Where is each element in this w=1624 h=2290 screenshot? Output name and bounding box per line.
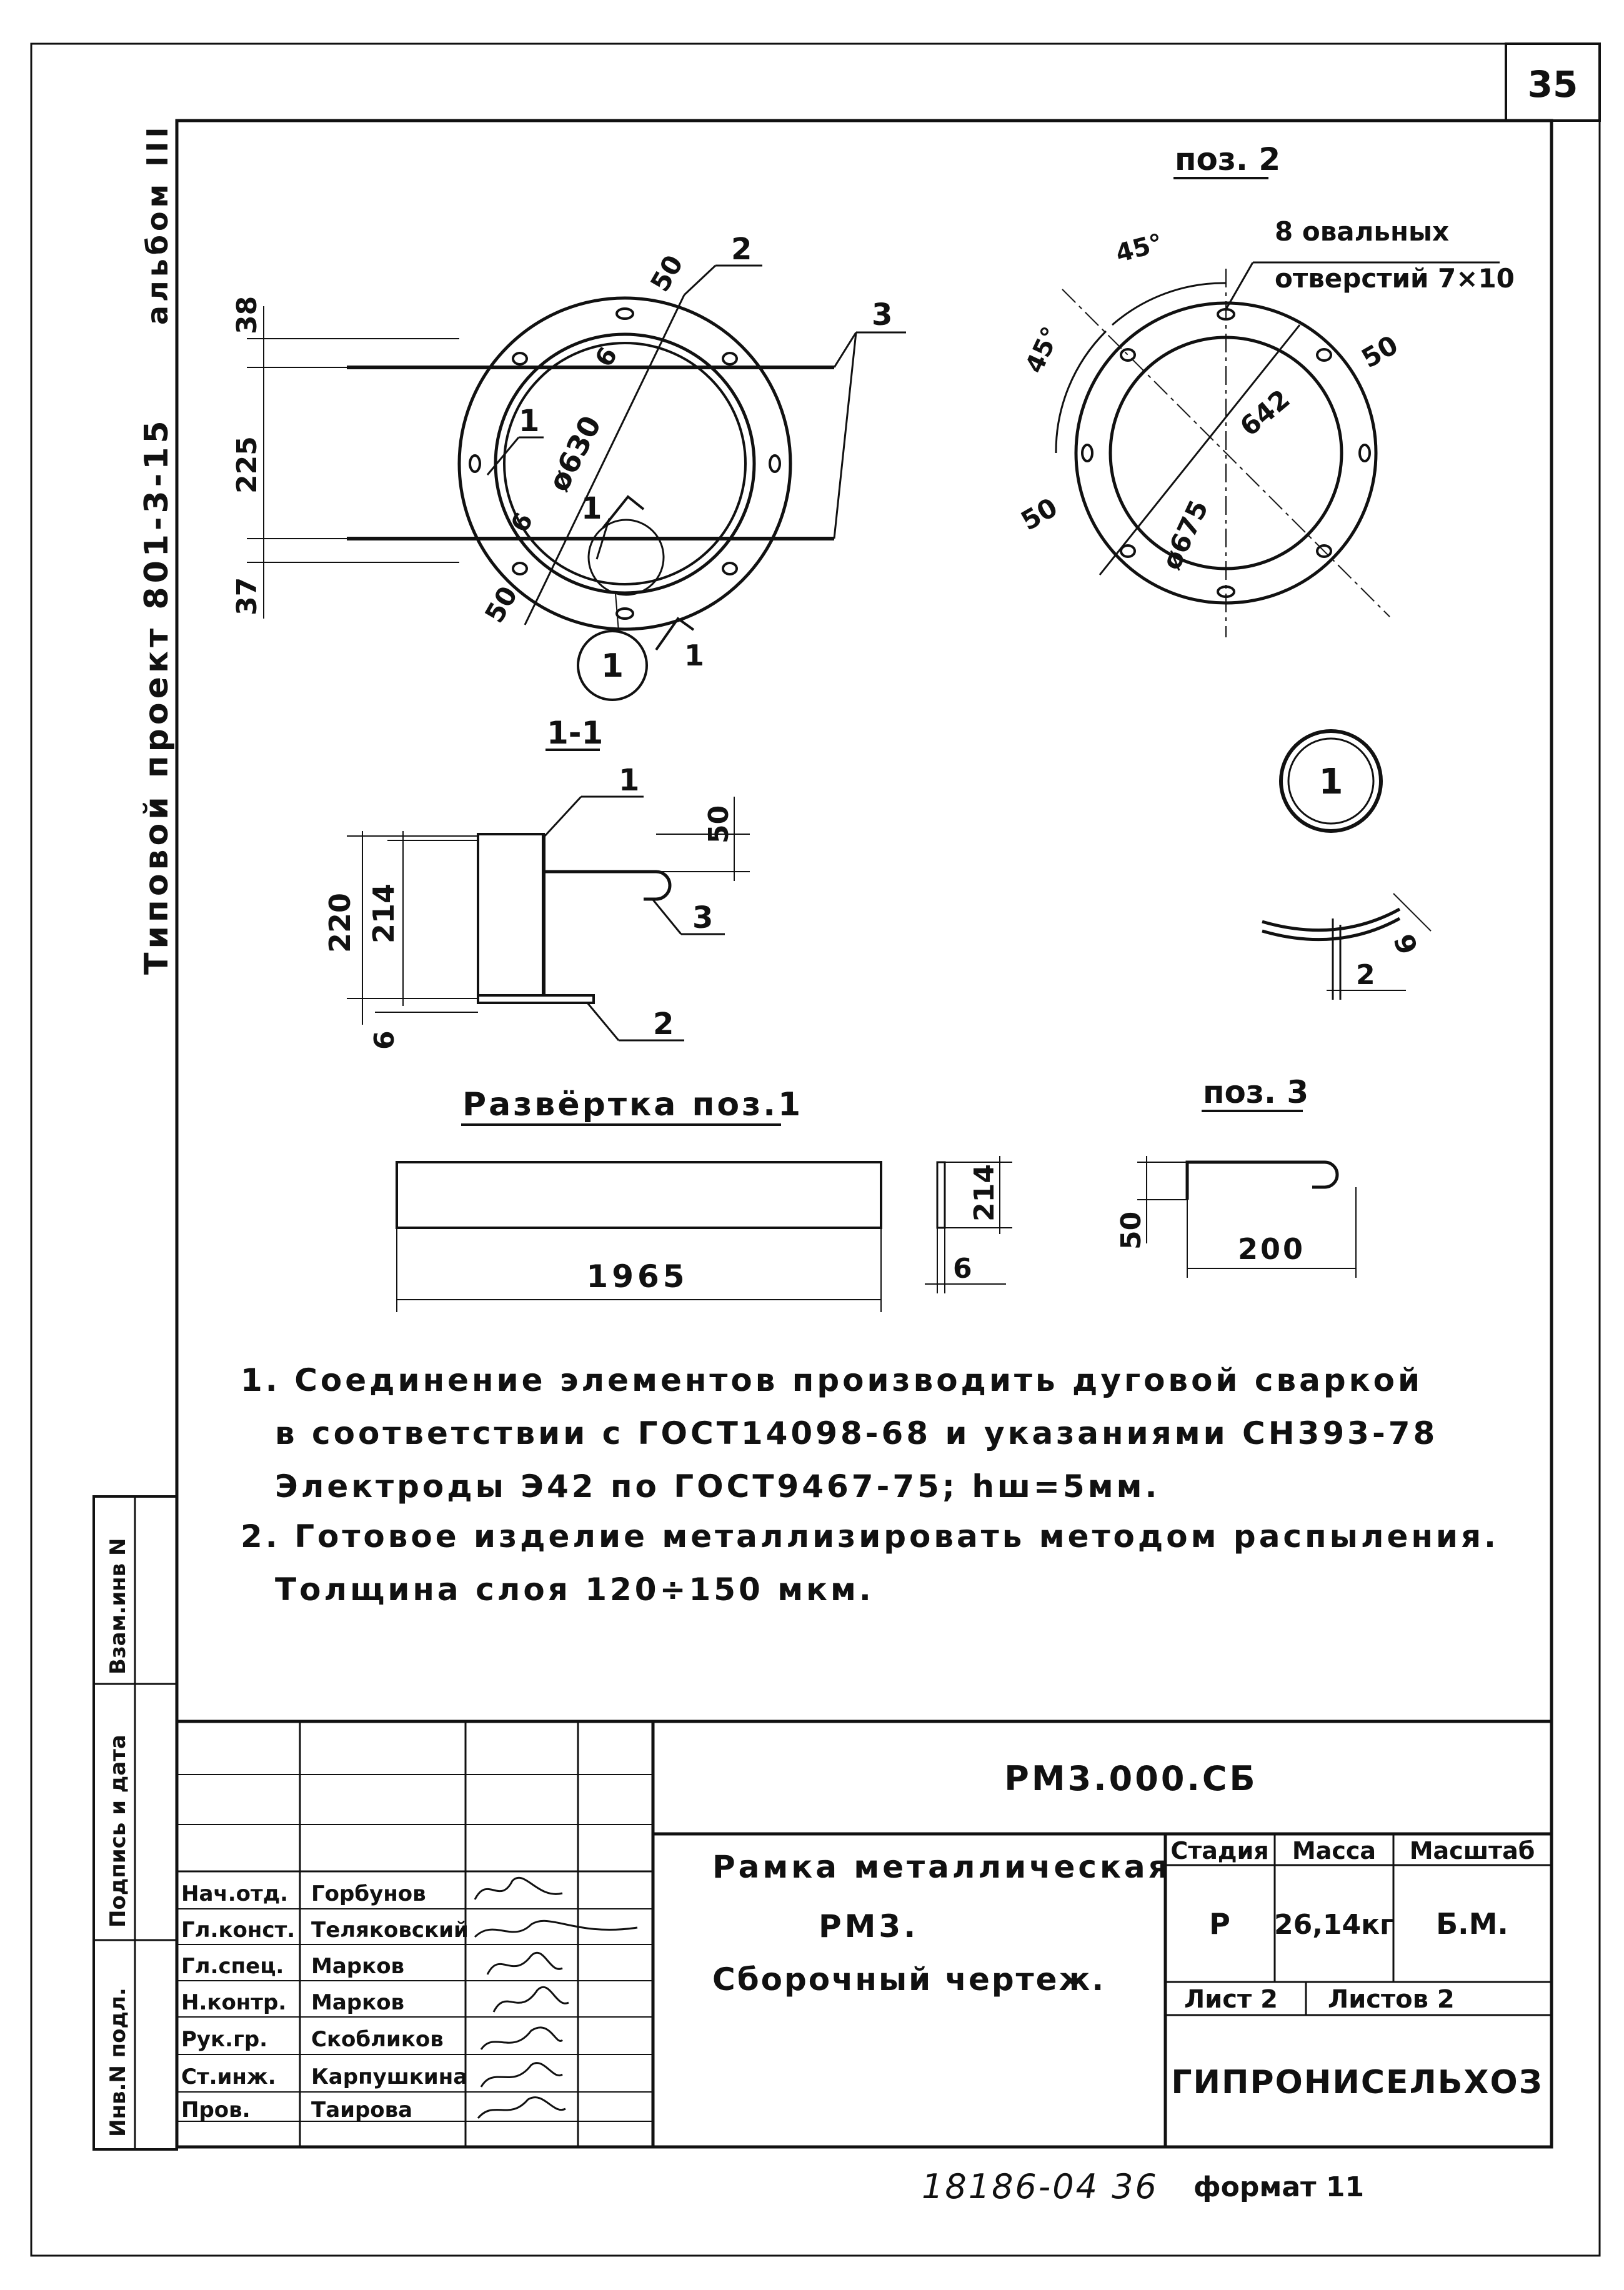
unfold-length: 1965 — [586, 1258, 688, 1295]
header-stage: Стадия — [1170, 1837, 1268, 1864]
sig-name-5: Скобликов — [311, 2027, 444, 2052]
angle-45-b: 45° — [1020, 322, 1066, 377]
pos2-view: поз. 2 45° 45° 8 овальных отверстий 7×10… — [1016, 141, 1515, 637]
pos-2-label: 2 — [731, 232, 752, 267]
unfold-thickness: 6 — [953, 1253, 972, 1285]
sig-role-5: Рук.гр. — [181, 2027, 267, 2052]
page-number: 35 — [1528, 63, 1578, 106]
product-name-line3: Сборочный чертеж. — [712, 1961, 1105, 1998]
dim-diameter-675: ø675 — [1156, 495, 1215, 574]
doc-code: РМ3.000.СБ — [1004, 1759, 1257, 1798]
dim-50-section: 50 — [703, 805, 735, 844]
dim-214: 214 — [367, 884, 401, 943]
product-name-line2: РМ3. — [819, 1908, 919, 1944]
detail-dim-2: 2 — [1356, 959, 1375, 991]
pos3-length: 200 — [1238, 1232, 1305, 1266]
dim-50-left: 50 — [1016, 492, 1063, 537]
pos-3-label: 3 — [872, 297, 892, 332]
detail-dim-6: 6 — [1388, 929, 1425, 958]
footer-format: формат 11 — [1193, 2171, 1364, 2203]
stage-value: Р — [1209, 1907, 1230, 1941]
section-pos-3: 3 — [692, 900, 713, 935]
product-name-line1: Рамка металлическая — [712, 1849, 1172, 1885]
dim-6-bottom: 6 — [506, 508, 539, 537]
sig-role-2: Гл.конст. — [181, 1918, 295, 1943]
handwritten-signatures — [474, 1876, 638, 2119]
cut-label: 1 — [684, 639, 704, 672]
note-1-line1: 1. Соединение элементов производить дуго… — [241, 1362, 1423, 1398]
sig-name-7: Таирова — [311, 2098, 412, 2123]
page-number-box — [1505, 42, 1601, 122]
unfold-height: 214 — [969, 1164, 1000, 1222]
stamp-vzam-inv: Взам.инв N — [106, 1538, 131, 1675]
mass-value: 26,14кг — [1274, 1909, 1394, 1941]
header-scale: Масштаб — [1410, 1837, 1535, 1864]
dim-642: 642 — [1234, 384, 1296, 442]
main-view: 38 225 37 50 50 6 6 ø630 2 3 1 1 1 1 — [231, 232, 906, 701]
stamp-podpis-data: Подпись и дата — [106, 1735, 131, 1928]
pos-1-label-a: 1 — [519, 404, 539, 439]
pos-1-label-b: 1 — [581, 491, 602, 526]
sig-role-3: Гл.спец. — [181, 1954, 284, 1979]
pos3-title: поз. 3 — [1203, 1074, 1308, 1110]
unfold-title: Развёртка поз.1 — [462, 1086, 803, 1123]
dim-220: 220 — [323, 893, 357, 953]
detail-label: 1 — [1319, 762, 1343, 802]
organization: ГИПРОНИСЕЛЬХОЗ — [1171, 2064, 1543, 2101]
section-1-1: 1-1 220 214 6 50 1 2 3 — [323, 715, 750, 1050]
note-1-line3: Электроды Э42 по ГОСТ9467-75; hш=5мм. — [275, 1468, 1160, 1505]
holes-note-2: отверстий 7×10 — [1275, 263, 1515, 294]
dim-37: 37 — [231, 577, 263, 615]
section-pos-2: 2 — [653, 1007, 674, 1042]
sheet-label: Лист 2 — [1184, 1985, 1278, 2014]
sig-name-3: Марков — [311, 1954, 404, 1979]
side-stamp: Инв.N подл. Подпись и дата Взам.инв N — [92, 1495, 178, 2151]
sig-role-7: Пров. — [181, 2098, 251, 2123]
dim-diameter-630: ø630 — [542, 411, 608, 497]
holes-note-1: 8 овальных — [1275, 216, 1449, 247]
sig-name-6: Карпушкина — [311, 2064, 467, 2089]
footer-number: 18186-04 36 — [922, 2167, 1158, 2206]
stamp-inv-podl: Инв.N подл. — [106, 1988, 131, 2137]
sig-role-6: Ст.инж. — [181, 2064, 276, 2089]
note-2-line1: 2. Готовое изделие металлизировать метод… — [241, 1518, 1500, 1555]
dim-50-right: 50 — [1357, 329, 1403, 374]
sig-name-2: Теляковский — [311, 1918, 469, 1943]
detail-callout: 1 — [601, 647, 624, 685]
pos3-view: поз. 3 50 200 — [1115, 1074, 1357, 1278]
inner-frame — [175, 119, 1553, 2149]
title-block: РМ3.000.СБ Рамка металлическая РМ3. Сбор… — [177, 1720, 1552, 2147]
dim-50-top: 50 — [644, 250, 689, 297]
dim-38: 38 — [231, 296, 263, 334]
note-2-line2: Толщина слоя 120÷150 мкм. — [275, 1571, 874, 1608]
unfold-view: Развёртка поз.1 1965 214 6 — [396, 1086, 1012, 1312]
sig-name-4: Марков — [311, 1990, 404, 2015]
pos2-title: поз. 2 — [1175, 141, 1280, 177]
note-1-line2: в соответствии с ГОСТ14098-68 и указания… — [275, 1415, 1438, 1451]
header-mass: Масса — [1292, 1837, 1376, 1864]
outer-border — [30, 42, 1601, 2257]
album-label: альбом III — [141, 123, 174, 325]
section-pos-1: 1 — [619, 763, 639, 798]
sheets-label: Листов 2 — [1328, 1985, 1455, 2014]
dim-225: 225 — [231, 436, 263, 494]
angle-45-a: 45° — [1113, 229, 1166, 269]
sig-name-1: Горбунов — [311, 1881, 426, 1906]
detail-1: 1 2 6 — [1262, 729, 1432, 1000]
scale-value: Б.М. — [1436, 1907, 1508, 1941]
dim-6-section: 6 — [369, 1030, 401, 1050]
section-title: 1-1 — [547, 715, 603, 751]
project-label: Типовой проект 801-3-15 — [138, 417, 176, 975]
pos3-height: 50 — [1115, 1212, 1147, 1250]
sig-role-4: Н.контр. — [181, 1990, 286, 2015]
sig-role-1: Нач.отд. — [181, 1881, 288, 1906]
